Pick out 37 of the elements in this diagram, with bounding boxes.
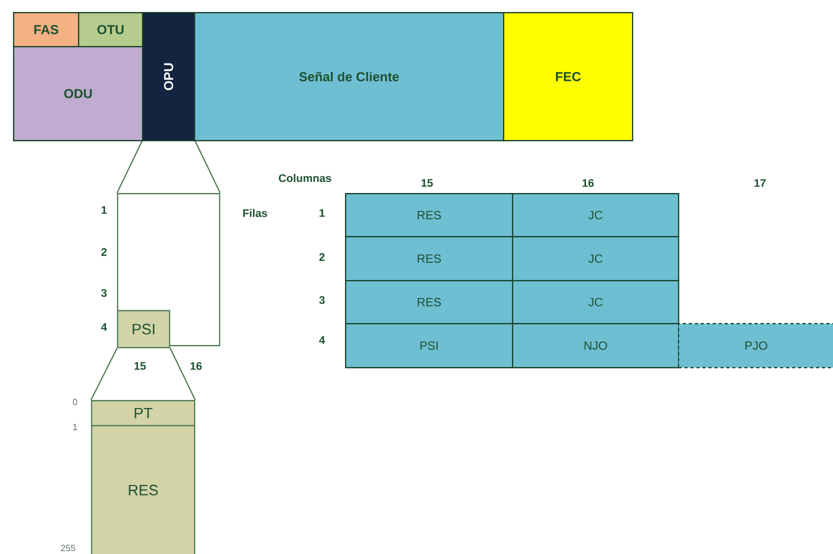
index-number: 4 [319,336,325,344]
index-number: 1 [73,424,78,430]
axis-title: Columnas [278,174,332,182]
table-cell: JC [512,280,680,324]
frame-box: PSI [117,310,170,348]
index-number: 16 [190,362,202,370]
index-number: 2 [101,248,107,256]
index-number: 15 [134,362,146,370]
index-number: 0 [72,398,78,406]
table-cell: RES [345,193,514,238]
zoom-line [170,348,196,400]
table-cell: PSI [345,323,514,368]
table-cell: RES [345,280,514,324]
table-cell: PJO [678,323,833,368]
index-number: 1 [320,209,325,217]
index-number: 255 [60,544,76,552]
zoom-line [194,140,221,194]
vertical-band: OPU [142,12,196,142]
index-number: 17 [754,179,766,187]
zoom-line [90,348,118,400]
frame-box: FAS [13,12,80,48]
table-cell: RES [345,236,514,282]
index-number: 2 [319,253,325,261]
index-number: 3 [319,296,325,304]
table-cell: JC [512,236,680,282]
frame-box: OTU [78,12,144,48]
axis-title: Filas [243,208,268,218]
frame-box: ODU [13,46,144,142]
frame-box: Señal de Cliente [194,12,504,142]
table-cell: JC [512,193,680,238]
index-number: 1 [102,206,107,214]
frame-box: PT [91,400,196,426]
index-number: 4 [101,323,107,331]
frame-box: FEC [503,12,634,142]
table-cell: NJO [512,323,680,368]
index-number: 3 [101,289,107,297]
zoom-line [116,140,143,194]
